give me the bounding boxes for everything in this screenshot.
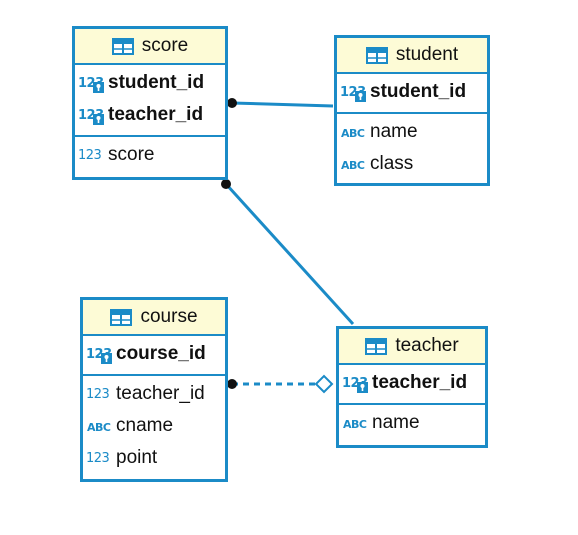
columns-section: ABC name (339, 405, 485, 443)
column-row[interactable]: 123 teacher_id (83, 378, 225, 410)
svg-text:ABC: ABC (87, 421, 111, 434)
entity-title: score (141, 35, 189, 56)
column-row[interactable]: ABC name (339, 407, 485, 439)
text-icon: ABC (340, 121, 370, 143)
entity-header: teacher (339, 329, 485, 365)
svg-text:ABC: ABC (341, 127, 365, 140)
relationship-score-teacher[interactable] (221, 179, 355, 326)
numeric-key-icon: 123 (78, 72, 108, 94)
column-name: teacher_id (116, 383, 205, 404)
column-name: teacher_id (372, 372, 468, 393)
entity-score[interactable]: score 123 student_id 123 teacher_id 123 … (72, 26, 228, 180)
column-row[interactable]: ABC cname (83, 410, 225, 442)
column-row[interactable]: 123 student_id (337, 76, 487, 108)
svg-text:123: 123 (86, 387, 110, 402)
column-name: student_id (370, 81, 467, 102)
entity-title: course (140, 306, 198, 327)
column-row[interactable]: 123 score (75, 139, 225, 171)
entity-header: score (75, 29, 225, 65)
columns-section: 123 teacher_id ABC cname 123 point (83, 376, 225, 478)
entity-header: course (83, 300, 225, 336)
numeric-key-icon: 123 (86, 343, 116, 365)
table-icon (111, 37, 134, 55)
table-icon (365, 337, 388, 355)
entity-student[interactable]: student 123 student_id ABC name ABC clas… (334, 35, 490, 186)
relationship-course-teacher[interactable] (227, 374, 334, 394)
column-name: score (108, 144, 155, 165)
entity-header: student (337, 38, 487, 74)
column-row[interactable]: 123 teacher_id (75, 99, 225, 131)
numeric-key-icon: 123 (340, 81, 370, 103)
column-row[interactable]: 123 point (83, 442, 225, 474)
table-icon (365, 46, 388, 64)
column-name: student_id (108, 72, 205, 93)
columns-section: 123 score (75, 137, 225, 175)
column-row[interactable]: ABC name (337, 116, 487, 148)
column-name: course_id (116, 343, 206, 364)
numeric-key-icon: 123 (78, 104, 108, 126)
primary-key-section: 123 teacher_id (339, 365, 485, 405)
column-name: teacher_id (108, 104, 204, 125)
column-row[interactable]: 123 course_id (83, 338, 225, 370)
column-name: name (370, 121, 418, 142)
column-name: class (370, 153, 414, 174)
primary-key-section: 123 student_id 123 teacher_id (75, 65, 225, 137)
column-name: point (116, 447, 158, 468)
text-icon: ABC (342, 412, 372, 434)
numeric-icon: 123 (86, 447, 116, 469)
text-icon: ABC (340, 153, 370, 175)
column-row[interactable]: 123 teacher_id (339, 367, 485, 399)
column-name: name (372, 412, 420, 433)
column-row[interactable]: 123 student_id (75, 67, 225, 99)
column-row[interactable]: ABC class (337, 148, 487, 180)
entity-title: teacher (395, 335, 459, 356)
primary-key-section: 123 course_id (83, 336, 225, 376)
entity-teacher[interactable]: teacher 123 teacher_id ABC name (336, 326, 488, 448)
table-icon (110, 308, 133, 326)
svg-text:ABC: ABC (343, 418, 367, 431)
numeric-icon: 123 (78, 144, 108, 166)
column-name: cname (116, 415, 174, 436)
numeric-key-icon: 123 (342, 372, 372, 394)
svg-text:123: 123 (78, 148, 102, 163)
numeric-icon: 123 (86, 383, 116, 405)
svg-text:123: 123 (86, 451, 110, 466)
relationship-score-student[interactable] (227, 98, 334, 108)
svg-text:ABC: ABC (341, 159, 365, 172)
primary-key-section: 123 student_id (337, 74, 487, 114)
columns-section: ABC name ABC class (337, 114, 487, 184)
entity-course[interactable]: course 123 course_id 123 teacher_id ABC … (80, 297, 228, 482)
text-icon: ABC (86, 415, 116, 437)
entity-title: student (395, 44, 459, 65)
